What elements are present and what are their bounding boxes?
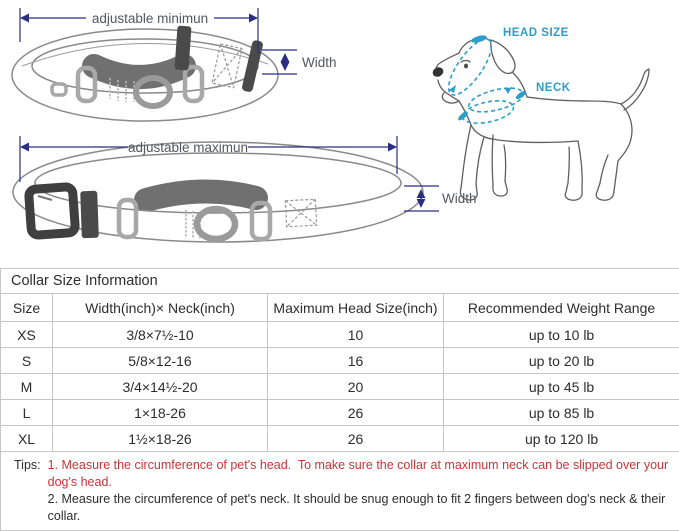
cell-max-head: 16 bbox=[268, 348, 444, 374]
cell-weight: up to 10 lb bbox=[444, 322, 679, 348]
table-row: XL 1½×18-26 26 up to 120 lb bbox=[1, 426, 679, 452]
collar-diagram-svg: adjustable minimun Width adjustable m bbox=[0, 0, 679, 268]
adjustable-max-label: adjustable maximun bbox=[128, 140, 248, 155]
cell-width-neck: 3/8×7½-10 bbox=[53, 322, 268, 348]
header-weight: Recommended Weight Range bbox=[444, 294, 679, 322]
collar-min-illustration bbox=[12, 26, 278, 121]
cell-max-head: 26 bbox=[268, 400, 444, 426]
cell-size: M bbox=[1, 374, 53, 400]
collar-size-table: Collar Size Information Size Width(inch)… bbox=[0, 268, 679, 531]
cell-max-head: 26 bbox=[268, 426, 444, 452]
cell-size: L bbox=[1, 400, 53, 426]
table-title: Collar Size Information bbox=[1, 269, 679, 294]
head-size-label: HEAD SIZE bbox=[503, 27, 569, 39]
tip-item: 2. Measure the circumference of pet's ne… bbox=[48, 491, 673, 525]
table-row: S 5/8×12-16 16 up to 20 lb bbox=[1, 348, 679, 374]
table-title-row: Collar Size Information bbox=[1, 269, 679, 294]
neck-label: NECK bbox=[536, 82, 571, 94]
table-row: M 3/4×14½-20 20 up to 45 lb bbox=[1, 374, 679, 400]
cell-width-neck: 1×18-26 bbox=[53, 400, 268, 426]
cell-weight: up to 120 lb bbox=[444, 426, 679, 452]
dog-measurement-loops bbox=[441, 33, 527, 127]
cell-size: S bbox=[1, 348, 53, 374]
header-size: Size bbox=[1, 294, 53, 322]
header-max-head: Maximum Head Size(inch) bbox=[268, 294, 444, 322]
tips-row: Tips: 1. Measure the circumference of pe… bbox=[1, 452, 679, 531]
tip-item: 1. Measure the circumference of pet's he… bbox=[48, 457, 673, 491]
table-row: XS 3/8×7½-10 10 up to 10 lb bbox=[1, 322, 679, 348]
cell-size: XS bbox=[1, 322, 53, 348]
cell-max-head: 10 bbox=[268, 322, 444, 348]
header-width-neck: Width(inch)× Neck(inch) bbox=[53, 294, 268, 322]
width-label-min: Width bbox=[302, 55, 337, 70]
cell-max-head: 20 bbox=[268, 374, 444, 400]
cell-weight: up to 20 lb bbox=[444, 348, 679, 374]
neck-loop bbox=[466, 84, 525, 117]
cell-width-neck: 1½×18-26 bbox=[53, 426, 268, 452]
collar-max-illustration bbox=[13, 142, 423, 242]
table-row: L 1×18-26 26 up to 85 lb bbox=[1, 400, 679, 426]
tips-section: Tips: 1. Measure the circumference of pe… bbox=[1, 452, 679, 530]
cell-width-neck: 5/8×12-16 bbox=[53, 348, 268, 374]
width-label-max: Width bbox=[442, 191, 477, 206]
collar-diagram-area: adjustable minimun Width adjustable m bbox=[0, 0, 679, 268]
cell-size: XL bbox=[1, 426, 53, 452]
cell-weight: up to 85 lb bbox=[444, 400, 679, 426]
tips-label: Tips: bbox=[14, 457, 41, 474]
cell-weight: up to 45 lb bbox=[444, 374, 679, 400]
adjustable-min-label: adjustable minimun bbox=[92, 11, 208, 26]
cell-width-neck: 3/4×14½-20 bbox=[53, 374, 268, 400]
table-header-row: Size Width(inch)× Neck(inch) Maximum Hea… bbox=[1, 294, 679, 322]
